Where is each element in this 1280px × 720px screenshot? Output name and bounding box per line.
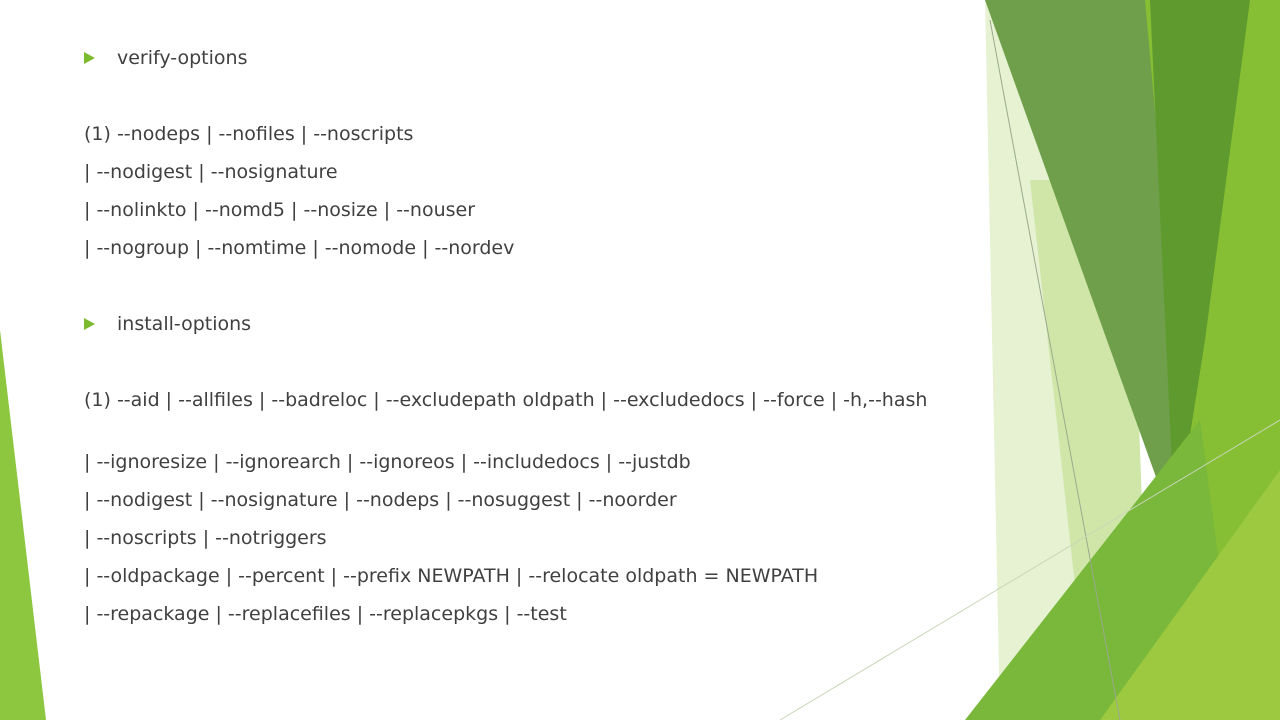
thin-line-1 [989,19,1121,720]
heading-text: verify-options [117,47,248,69]
lower-right-bright [1100,470,1280,720]
verify-line: (1) --nodeps | --nofiles | --noscripts [84,123,414,145]
verify-line: | --nolinkto | --nomd5 | --nosize | --no… [84,199,476,221]
install-line: | --nodigest | --nosignature | --nodeps … [84,489,677,511]
verify-line: | --nogroup | --nomtime | --nomode | --n… [84,237,515,259]
install-line: | --repackage | --replacefiles | --repla… [84,603,567,625]
install-line: | --noscripts | --notriggers [84,527,327,549]
verify-line: | --nodigest | --nosignature [84,161,338,183]
thin-line-2 [779,419,1280,720]
install-line: | --ignoresize | --ignorearch | --ignore… [84,451,691,473]
inner-wedge [1150,0,1250,530]
triangle-bullet-icon [84,52,95,64]
heading-text: install-options [117,313,252,335]
install-line: (1) --aid | --allfiles | --badreloc | --… [84,389,928,411]
install-line: | --oldpackage | --percent | --prefix NE… [84,565,819,587]
dark-wedge [985,0,1210,530]
left-edge-sliver [0,330,46,720]
triangle-bullet-icon [84,318,95,330]
